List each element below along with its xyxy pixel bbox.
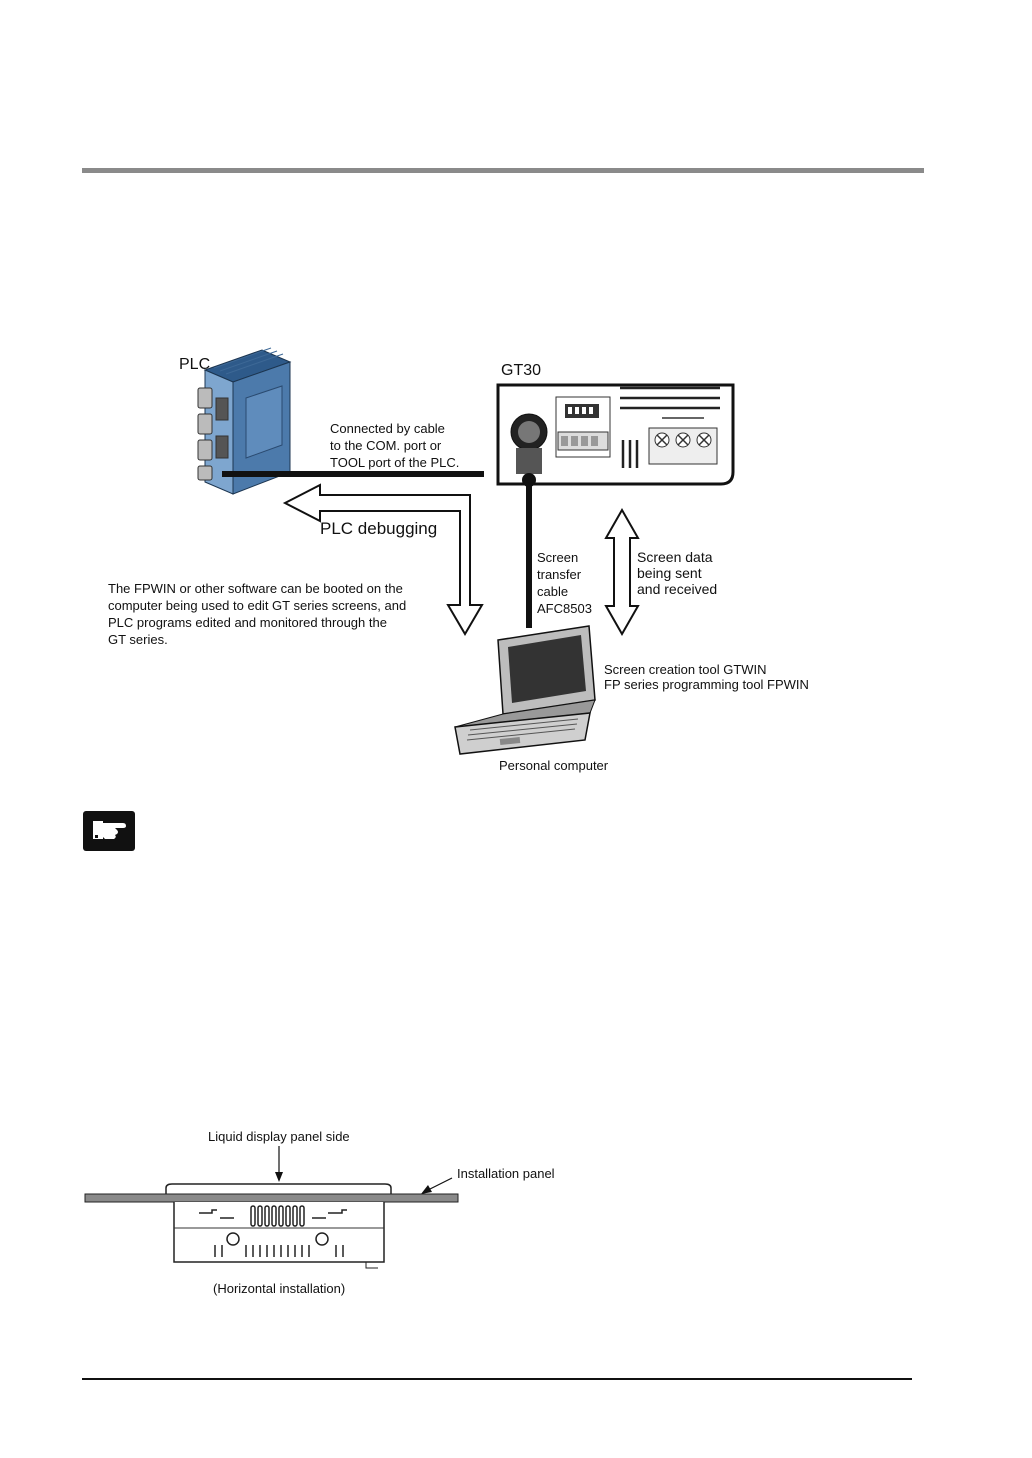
panel-side-label: Liquid display panel side	[208, 1129, 350, 1144]
installation-illustration	[84, 1146, 459, 1269]
screen-data-arrow	[604, 507, 640, 637]
software-note: The FPWIN or other software can be boote…	[108, 581, 407, 647]
laptop-illustration	[454, 625, 596, 755]
footer-rule	[82, 1378, 912, 1380]
header-rule	[82, 168, 924, 173]
plc-label: PLC	[179, 356, 211, 373]
installation-panel-label: Installation panel	[457, 1166, 555, 1181]
installation-caption: (Horizontal installation)	[213, 1281, 346, 1296]
plc-unit-illustration	[197, 347, 292, 495]
note-pointing-hand-icon	[83, 811, 135, 851]
transfer-cable-label: Screen transfer cable AFC8503	[537, 550, 592, 616]
personal-computer-label: Personal computer	[499, 758, 609, 773]
cable-note: Connected by cable to the COM. port or T…	[330, 421, 460, 470]
gt30-label: GT30	[501, 362, 542, 379]
tools-label: Screen creation tool GTWIN FP series pro…	[604, 662, 809, 692]
plc-debugging-label: PLC debugging	[320, 519, 438, 538]
plc-debugging-arrow	[282, 483, 484, 636]
screen-data-label: Screen data being sent and received	[637, 549, 718, 597]
gt30-unit-illustration	[496, 383, 735, 486]
